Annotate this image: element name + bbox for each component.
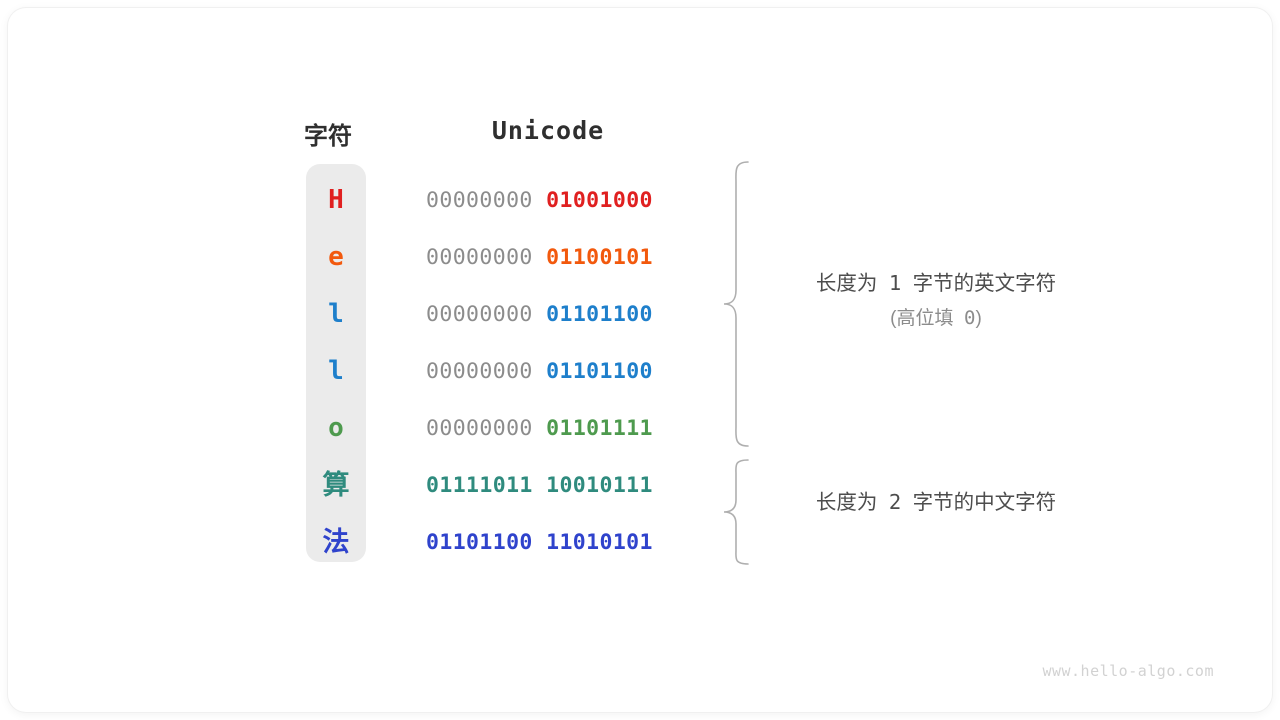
annotation-byte-count: 1 xyxy=(888,271,902,295)
value-byte: 01101100 11010101 xyxy=(426,530,653,555)
annotation-suffix: 字节的英文字符 xyxy=(912,272,1057,295)
row-unicode-bits: 00000000 01101111 xyxy=(426,400,716,457)
diagram-stage: 字符 Unicode H 00000000 01001000 e 0000000… xyxy=(8,8,1272,712)
figure-card: 字符 Unicode H 00000000 01001000 e 0000000… xyxy=(8,8,1272,712)
value-byte: 01101100 xyxy=(546,302,653,327)
row-character: 法 xyxy=(322,527,350,558)
row-character: l xyxy=(328,356,344,386)
annotation-sub-prefix: (高位填 xyxy=(890,308,954,329)
padding-byte: 00000000 xyxy=(426,359,533,384)
row-character: e xyxy=(328,242,344,272)
annotation-byte-count: 2 xyxy=(888,490,902,514)
padding-byte: 00000000 xyxy=(426,188,533,213)
annotation-prefix: 长度为 xyxy=(815,491,878,514)
column-header-character: 字符 xyxy=(304,123,352,150)
annotation-main-line: 长度为 1 字节的英文字符 xyxy=(776,266,1096,301)
value-byte: 01101111 xyxy=(546,416,653,441)
annotation-suffix: 字节的中文字符 xyxy=(912,491,1057,514)
annotation-one-byte: 长度为 1 字节的英文字符 (高位填 0) xyxy=(776,266,1096,336)
padding-byte: 00000000 xyxy=(426,245,533,270)
padding-byte: 00000000 xyxy=(426,416,533,441)
annotation-sub-line: (高位填 0) xyxy=(776,301,1096,336)
table-row: o 00000000 01101111 xyxy=(8,400,748,457)
watermark: www.hello-algo.com xyxy=(1042,662,1214,680)
row-character: 算 xyxy=(322,470,350,501)
row-unicode-bits: 00000000 01101100 xyxy=(426,286,716,343)
value-byte: 01001000 xyxy=(546,188,653,213)
row-unicode-bits: 01111011 10010111 xyxy=(426,457,716,514)
column-header-unicode: Unicode xyxy=(491,116,605,145)
row-unicode-bits: 00000000 01101100 xyxy=(426,343,716,400)
table-row: H 00000000 01001000 xyxy=(8,172,748,229)
value-byte: 01111011 10010111 xyxy=(426,473,653,498)
row-character: l xyxy=(328,299,344,329)
table-row: l 00000000 01101100 xyxy=(8,286,748,343)
character-column-backdrop xyxy=(306,164,366,562)
row-character: o xyxy=(328,413,344,443)
annotation-sub-number: 0 xyxy=(964,307,976,329)
row-unicode-bits: 00000000 01100101 xyxy=(426,229,716,286)
annotation-sub-suffix: ) xyxy=(975,308,982,329)
table-row: 算 01111011 10010111 xyxy=(8,457,748,514)
value-byte: 01101100 xyxy=(546,359,653,384)
brace-one-byte-group xyxy=(723,161,749,447)
annotation-main-line: 长度为 2 字节的中文字符 xyxy=(776,485,1096,520)
row-character: H xyxy=(328,185,344,215)
annotation-two-byte: 长度为 2 字节的中文字符 xyxy=(776,485,1096,520)
annotation-prefix: 长度为 xyxy=(815,272,878,295)
table-row: e 00000000 01100101 xyxy=(8,229,748,286)
row-unicode-bits: 00000000 01001000 xyxy=(426,172,716,229)
value-byte: 01100101 xyxy=(546,245,653,270)
row-unicode-bits: 01101100 11010101 xyxy=(426,514,716,571)
table-row: 法 01101100 11010101 xyxy=(8,514,748,571)
table-row: l 00000000 01101100 xyxy=(8,343,748,400)
brace-two-byte-group xyxy=(723,459,749,565)
padding-byte: 00000000 xyxy=(426,302,533,327)
